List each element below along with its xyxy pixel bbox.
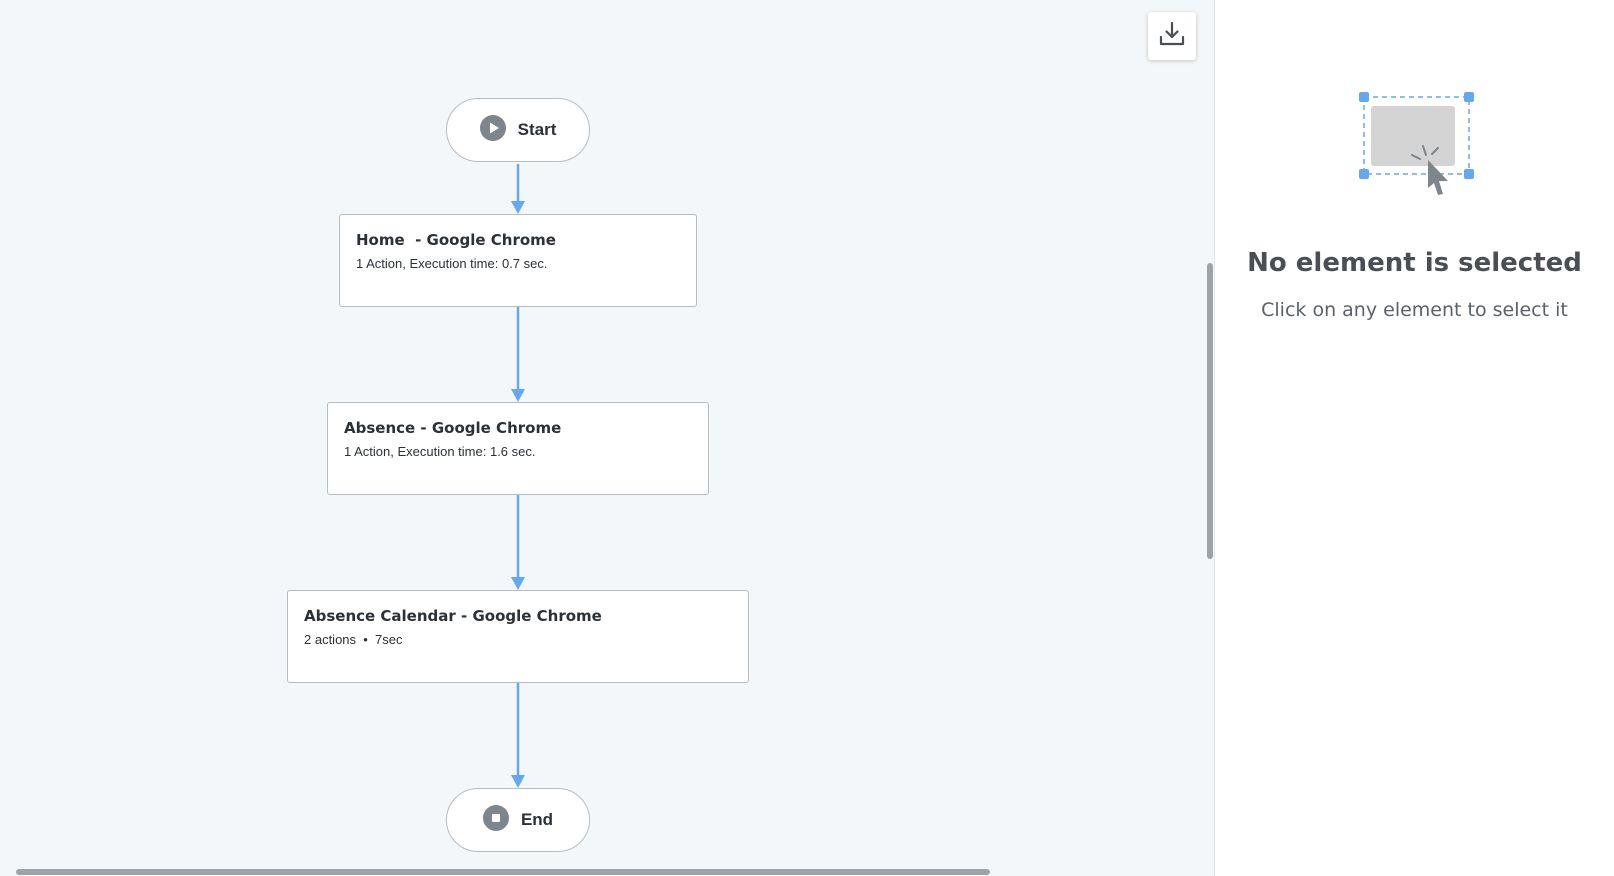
horizontal-scrollbar[interactable] — [16, 869, 990, 875]
download-icon — [1158, 20, 1186, 53]
connector-arrowhead — [511, 389, 525, 402]
flow-step-absence[interactable]: Absence - Google Chrome 1 Action, Execut… — [327, 402, 709, 495]
start-node[interactable]: Start — [446, 98, 590, 162]
vertical-scrollbar[interactable] — [1207, 263, 1213, 559]
stop-icon — [482, 804, 509, 836]
empty-state-subtitle: Click on any element to select it — [1261, 299, 1568, 321]
select-element-illustration — [1357, 88, 1477, 205]
flow-canvas[interactable]: Start Home - Google Chrome 1 Action, Exe… — [0, 0, 1214, 876]
start-label: Start — [517, 120, 557, 139]
flow-step-home[interactable]: Home - Google Chrome 1 Action, Execution… — [339, 214, 697, 307]
flow-step-title: Absence Calendar - Google Chrome — [304, 607, 602, 625]
connector-arrowhead — [511, 775, 525, 788]
export-button[interactable] — [1148, 12, 1196, 60]
end-node[interactable]: End — [446, 788, 590, 852]
flow-connectors — [511, 164, 525, 788]
flow-step-meta: 1 Action, Execution time: 0.7 sec. — [356, 256, 548, 271]
panel-divider — [1214, 0, 1215, 876]
end-label: End — [520, 810, 554, 829]
connector-arrowhead — [511, 577, 525, 590]
flow-step-absence-calendar[interactable]: Absence Calendar - Google Chrome 2 actio… — [287, 590, 749, 683]
flow-step-meta: 1 Action, Execution time: 1.6 sec. — [344, 444, 536, 459]
connector-arrowhead — [511, 201, 525, 214]
empty-state-title: No element is selected — [1247, 248, 1582, 278]
play-icon — [479, 114, 506, 146]
flow-step-title: Home - Google Chrome — [356, 231, 556, 249]
flow-step-meta: 2 actions • 7sec — [304, 632, 403, 647]
flow-step-title: Absence - Google Chrome — [344, 419, 562, 437]
